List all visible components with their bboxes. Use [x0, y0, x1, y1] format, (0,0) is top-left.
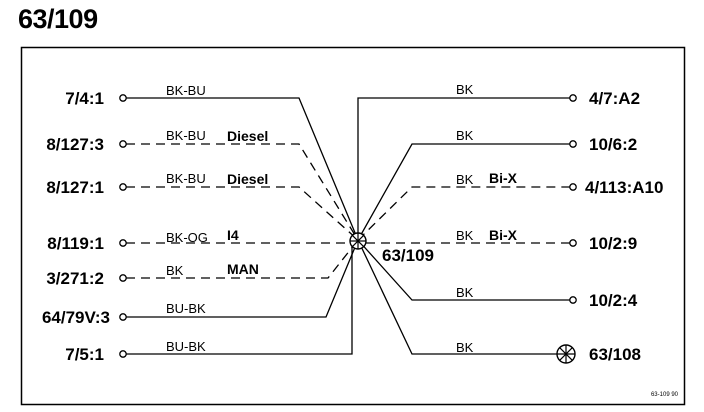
- wire-color-label: BK-BU: [166, 83, 206, 98]
- wire-line: [357, 186, 570, 241]
- right-terminal-label: 4/113:A10: [585, 178, 663, 197]
- terminal-circle: [569, 296, 577, 304]
- right-wire-5: BK 10/2:4: [357, 239, 638, 310]
- left-wire-3: 8/127:1 BK-BU Diesel: [46, 171, 359, 241]
- left-wire-5: 3/271:2 BK MAN: [46, 239, 359, 288]
- right-terminal-label: 10/2:9: [589, 234, 637, 253]
- wire-note-label: Diesel: [227, 171, 268, 187]
- left-wire-6: 64/79V:3 BU-BK: [42, 239, 359, 327]
- terminal-circle: [569, 94, 577, 102]
- wire-color-label: BK: [456, 340, 474, 355]
- terminal-circle: [569, 140, 577, 148]
- wire-color-label: BK: [456, 172, 474, 187]
- right-terminal-label: 4/7:A2: [589, 89, 640, 108]
- diagram-frame: [20, 46, 686, 406]
- wire-color-label: BK-BU: [166, 171, 206, 186]
- terminal-circle: [569, 239, 577, 247]
- wire-line: [126, 244, 353, 355]
- left-terminal-label: 8/127:1: [46, 178, 104, 197]
- wire-color-label: BK-BU: [166, 128, 206, 143]
- terminal-circle: [569, 183, 577, 191]
- left-terminal-label: 3/271:2: [46, 269, 104, 288]
- wire-line: [126, 97, 359, 241]
- terminal-circle: [119, 274, 127, 282]
- terminal-circle: [119, 94, 127, 102]
- wire-note-label: MAN: [227, 261, 259, 277]
- right-wire-3: BK Bi-X 4/113:A10: [357, 170, 663, 241]
- wire-line: [126, 239, 359, 279]
- wire-note-label: Diesel: [227, 128, 268, 144]
- wire-line: [126, 186, 359, 241]
- wire-line: [357, 239, 570, 301]
- left-wire-4: 8/119:1 BK-OG I4: [47, 227, 350, 253]
- right-terminal-label: 10/6:2: [589, 135, 637, 154]
- wire-note-label: Bi-X: [489, 227, 518, 243]
- ground-connector-icon: [556, 344, 576, 364]
- terminal-circle: [119, 239, 127, 247]
- wire-line: [357, 97, 570, 240]
- connector-label: 63/109: [382, 246, 434, 265]
- wire-color-label: BK: [456, 285, 474, 300]
- terminal-circle: [119, 313, 127, 321]
- wire-line: [357, 143, 570, 241]
- left-terminal-label: 7/5:1: [65, 345, 104, 364]
- terminal-circle: [119, 350, 127, 358]
- left-wire-1: 7/4:1 BK-BU: [65, 83, 359, 241]
- wire-color-label: BK: [456, 128, 474, 143]
- right-wire-2: BK 10/6:2: [357, 128, 637, 241]
- wire-color-label: BK: [456, 228, 474, 243]
- central-connector-icon: [349, 232, 367, 250]
- left-terminal-label: 64/79V:3: [42, 308, 110, 327]
- wire-color-label: BK-OG: [166, 230, 208, 245]
- wire-color-label: BU-BK: [166, 301, 206, 316]
- right-wire-1: BK 4/7:A2: [357, 82, 640, 240]
- right-terminal-label: 63/108: [589, 345, 641, 364]
- wire-color-label: BK: [456, 82, 474, 97]
- terminal-circle: [119, 183, 127, 191]
- left-terminal-label: 8/119:1: [47, 234, 104, 253]
- page-title: 63/109: [18, 4, 98, 34]
- wire-color-label: BU-BK: [166, 339, 206, 354]
- right-terminal-label: 10/2:4: [589, 291, 638, 310]
- left-terminal-label: 7/4:1: [65, 89, 104, 108]
- terminal-circle: [119, 140, 127, 148]
- wire-line: [126, 239, 359, 318]
- right-wire-4: BK Bi-X 10/2:9: [366, 227, 637, 253]
- wire-line: [126, 143, 359, 241]
- left-wire-2: 8/127:3 BK-BU Diesel: [46, 128, 359, 241]
- left-terminal-label: 8/127:3: [46, 135, 104, 154]
- wire-note-label: I4: [227, 227, 239, 243]
- figure-reference: 63-109 90: [651, 392, 679, 398]
- wire-note-label: Bi-X: [489, 170, 518, 186]
- left-wire-7: 7/5:1 BU-BK: [65, 244, 353, 364]
- wire-color-label: BK: [166, 263, 184, 278]
- right-wire-6: BK 63/108: [357, 239, 641, 364]
- wire-line: [357, 239, 557, 355]
